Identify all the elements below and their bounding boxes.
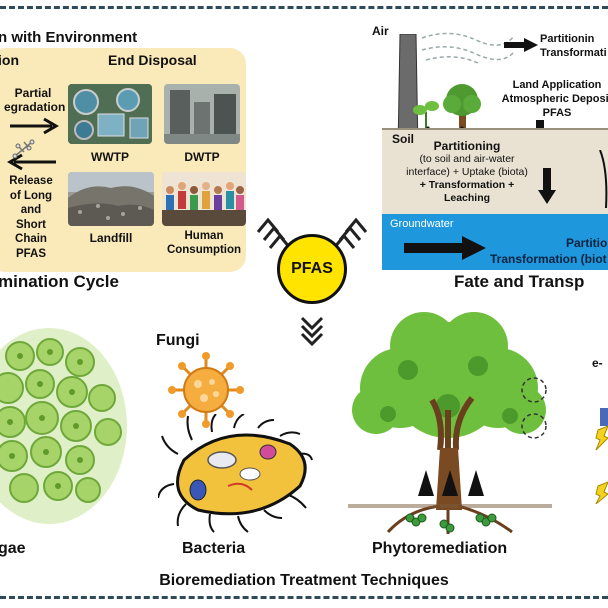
partial-line-2: egradation [4,100,66,114]
bioremediation-title: Bioremediation Treatment Techniques [159,572,449,589]
air-partition-line-1: Partitionin [540,33,595,45]
air-partition-label: Partitionin Transformati [540,32,607,60]
release-line-6: PFAS [15,247,47,260]
contamination-cycle-title: mination Cycle [0,272,119,291]
fungi-illustration [168,352,244,428]
right-arrow-head [43,117,59,135]
soil-process-line-4: Leaching [443,192,491,204]
tree-icon [443,84,481,132]
wwtp-photo [68,84,152,144]
cycle-arrows [7,117,59,171]
release-chain-label: Release of Long and Short Chain PFAS [2,174,60,261]
end-disposal-heading: End Disposal [108,52,197,68]
phytoremediation-label: Phytoremediation [372,540,508,557]
phytoremediation-tree [348,312,552,534]
dwtp-label: DWTP [184,150,220,164]
groundwater-layer [382,214,608,270]
groundwater-partition-label: Partitio [566,236,608,250]
electrode-fragment [595,408,608,504]
soil-label: Soil [392,132,415,146]
soil-process-line-1: (to soil and air-water [419,153,515,165]
release-line-5: Chain [15,233,47,245]
human-line-2: Consumption [166,244,242,256]
landfill-label: Landfill [89,231,133,245]
land-line-3: PFAS [542,107,572,119]
pfas-molecule-icon [12,139,35,159]
human-consumption-label: Human Consumption [160,229,248,257]
algae-illustration [0,328,127,524]
bacteria-illustration [158,414,313,533]
pfas-label: PFAS [291,260,333,277]
groundwater-flow-arrow [404,236,486,260]
soil-process-line-3: + Transformation + [419,179,515,191]
landfill-photo [68,172,154,226]
human-line-1: Human [184,230,224,242]
side-arrow [599,150,608,209]
partial-degradation-label: Partial egradation [4,86,66,114]
interaction-heading: n with Environment [0,29,138,46]
release-line-3: and [20,204,42,216]
groundwater-transformation-label: Transformation (biot [490,252,607,266]
groundwater-label: Groundwater [390,218,454,230]
electro-fragment-label: e- [592,356,603,370]
land-line-1: Land Application [512,79,602,91]
interaction-subheading: ion [0,52,19,68]
land-application-label: Land Application Atmospheric Deposit PFA… [492,78,608,120]
soil-process-line-2: interface) + Uptake (biota) [406,166,528,178]
partitioning-line: Partitioning [433,139,501,153]
bottom-dashed-border [0,596,608,599]
release-line-4: Short [15,218,47,231]
release-line-2: of Long [9,189,53,202]
smoke-plume [421,32,515,65]
dwtp-photo [164,84,240,144]
land-line-2: Atmospheric Deposit [501,93,608,105]
air-label: Air [372,24,389,38]
algae-label: gae [0,540,26,557]
soil-layer [382,128,608,220]
top-dashed-border [0,6,608,9]
fate-transport-title: Fate and Transp [454,272,585,291]
release-line-1: Release [9,175,53,187]
partial-line-1: Partial [14,86,52,100]
pfas-chevrons [256,217,368,347]
bacteria-label: Bacteria [182,540,246,557]
soil-processes-label: Partitioning (to soil and air-water inte… [398,140,536,205]
leaching-arrow [538,168,556,204]
human-consumption-photo [162,172,246,226]
wwtp-label: WWTP [91,150,129,164]
fungi-label: Fungi [156,332,200,349]
left-arrow-head [7,153,23,171]
air-partition-arrow [504,38,538,52]
pfas-hub: PFAS [277,234,347,304]
air-partition-line-2: Transformati [540,47,607,59]
